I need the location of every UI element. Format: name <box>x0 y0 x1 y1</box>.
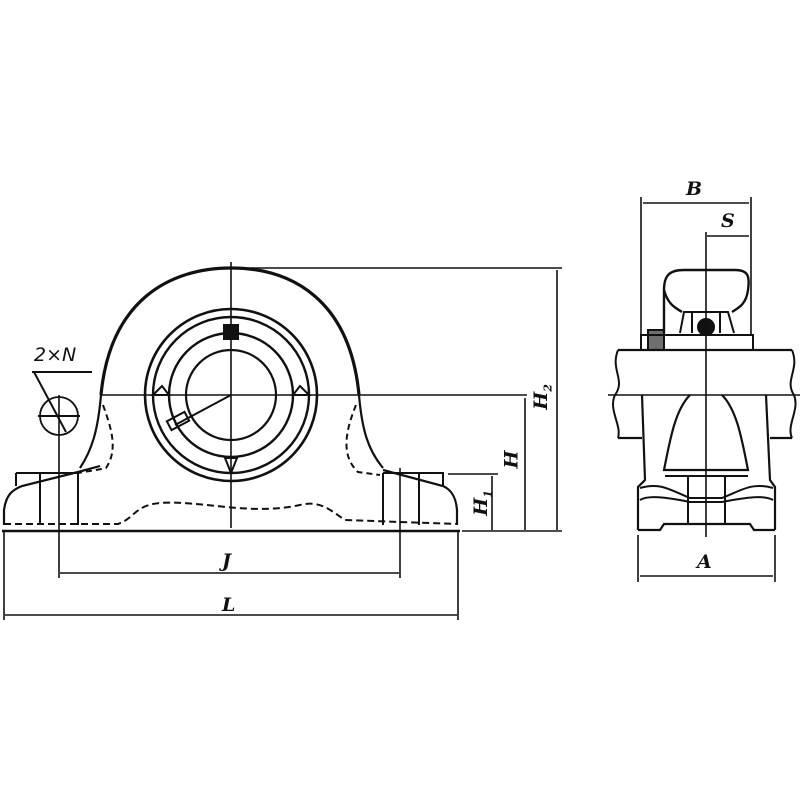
housing-left-dashed <box>77 404 114 474</box>
right-foot-slope <box>382 468 459 525</box>
dim-L-label: L <box>222 594 236 616</box>
front-dimensions <box>5 270 562 616</box>
side-view <box>608 232 800 537</box>
insert-collar <box>640 334 754 351</box>
housing-left-flank <box>79 394 103 469</box>
side-grease-nipple <box>647 329 665 351</box>
notch-right <box>290 384 312 396</box>
shaft-break-right <box>789 349 797 439</box>
set-screw-line <box>174 394 232 426</box>
base-dashed-contour <box>4 501 458 525</box>
dim-H1-label: H1 <box>469 490 495 516</box>
side-dimensions <box>637 197 776 582</box>
pedestal-right <box>764 394 777 530</box>
dim-J-label: J <box>222 550 231 572</box>
right-foot <box>383 472 444 486</box>
shaft-break-left <box>612 349 620 439</box>
set-screw <box>165 410 191 432</box>
left-foot-slope <box>2 464 101 525</box>
housing-right-dashed <box>345 404 381 476</box>
pedestal-base-bottom <box>638 522 775 532</box>
dim-H1-letter: H <box>469 497 492 516</box>
dim-S-label: S <box>721 210 735 232</box>
notch-left <box>150 384 172 396</box>
pedestal-left <box>636 394 647 530</box>
dim-H2-letter: H <box>529 391 552 410</box>
dim-B-label: B <box>686 178 703 200</box>
bolt-hole-label: 2×N <box>34 344 77 366</box>
housing-right-flank <box>357 394 384 469</box>
dim-A-label: A <box>697 551 712 573</box>
dim-H2-label: H2 <box>529 384 555 410</box>
dim-H2-subscript: 2 <box>541 384 555 392</box>
leader-line <box>33 371 67 433</box>
dim-H1-subscript: 1 <box>481 490 495 498</box>
housing-cap-left <box>662 289 683 314</box>
housing-cap <box>662 268 750 333</box>
dim-H-label: H <box>500 450 523 469</box>
front-view <box>2 262 562 620</box>
